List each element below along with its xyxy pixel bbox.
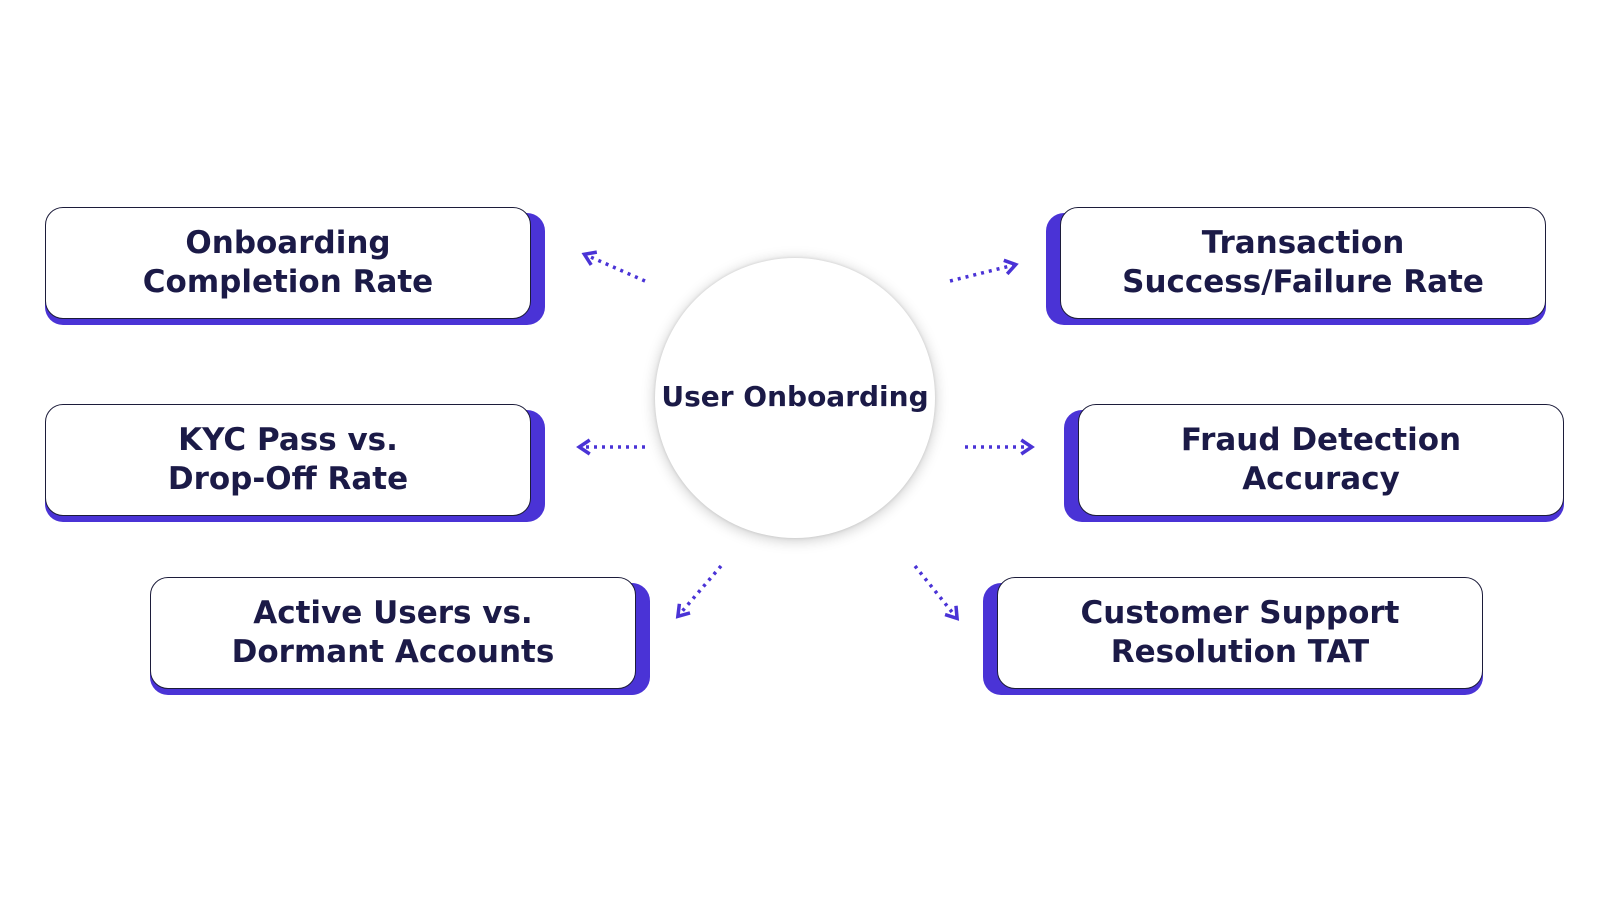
node-kyc-pass-vs-drop-off-rate: KYC Pass vs. Drop-Off Rate: [45, 404, 545, 522]
dotted-arrow-icon: [913, 564, 960, 621]
card-face: Transaction Success/Failure Rate: [1060, 207, 1546, 319]
node-label: KYC Pass vs. Drop-Off Rate: [167, 422, 409, 497]
node-label: Customer Support Resolution TAT: [1080, 595, 1400, 670]
node-label: Onboarding Completion Rate: [142, 225, 434, 300]
node-label: Transaction Success/Failure Rate: [1122, 225, 1484, 300]
dotted-arrow-icon: [675, 564, 723, 619]
dotted-arrow-icon: [581, 250, 646, 283]
node-label: Active Users vs. Dormant Accounts: [231, 595, 555, 670]
node-active-users-vs-dormant-accounts: Active Users vs. Dormant Accounts: [150, 577, 650, 695]
card-face: Fraud Detection Accuracy: [1078, 404, 1564, 516]
node-customer-support-resolution-tat: Customer Support Resolution TAT: [983, 577, 1483, 695]
card-face: Active Users vs. Dormant Accounts: [150, 577, 636, 689]
node-fraud-detection-accuracy: Fraud Detection Accuracy: [1064, 404, 1564, 522]
node-transaction-success-failure-rate: Transaction Success/Failure Rate: [1046, 207, 1546, 325]
center-hub: User Onboarding: [655, 258, 935, 538]
card-face: Onboarding Completion Rate: [45, 207, 531, 319]
node-onboarding-completion-rate: Onboarding Completion Rate: [45, 207, 545, 325]
node-label: Fraud Detection Accuracy: [1180, 422, 1462, 497]
center-hub-label: User Onboarding: [661, 379, 929, 413]
card-face: Customer Support Resolution TAT: [997, 577, 1483, 689]
card-face: KYC Pass vs. Drop-Off Rate: [45, 404, 531, 516]
dotted-arrow-icon: [949, 258, 1019, 283]
